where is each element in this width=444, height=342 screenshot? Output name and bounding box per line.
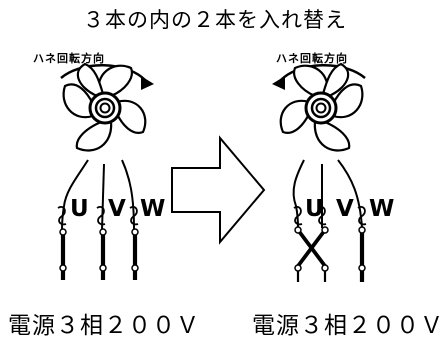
right-lead-wires bbox=[292, 159, 363, 229]
right-phase-v-label: V bbox=[336, 196, 354, 222]
transition-arrow bbox=[171, 135, 266, 245]
right-phase-w-label: W bbox=[369, 196, 395, 222]
right-terminal-coils bbox=[293, 206, 367, 226]
wiring-diagram bbox=[57, 62, 367, 282]
right-rotation-label: ハネ回転方向 bbox=[276, 52, 348, 65]
left-supply-label: 電源３相２００Ｖ bbox=[8, 313, 200, 339]
right-supply-wires bbox=[296, 229, 365, 282]
right-fan-icon bbox=[279, 62, 367, 152]
left-connector-dots bbox=[59, 228, 139, 272]
right-phase-u-label: U bbox=[305, 196, 324, 222]
left-rotation-label: ハネ回転方向 bbox=[33, 52, 105, 65]
right-rotation-arrowhead bbox=[272, 76, 285, 90]
right-connector-dots bbox=[294, 226, 366, 272]
left-supply-wires bbox=[60, 232, 138, 280]
left-phase-w-label: W bbox=[140, 196, 166, 222]
left-fan-icon bbox=[59, 62, 147, 152]
left-terminal-coils bbox=[57, 206, 139, 226]
left-phase-v-label: V bbox=[108, 196, 126, 222]
left-rotation-arrowhead bbox=[141, 76, 154, 90]
right-supply-label: 電源３相２００Ｖ bbox=[252, 313, 444, 339]
diagram-title: ３本の内の２本を入れ替え bbox=[83, 8, 347, 32]
left-phase-u-label: U bbox=[70, 196, 89, 222]
